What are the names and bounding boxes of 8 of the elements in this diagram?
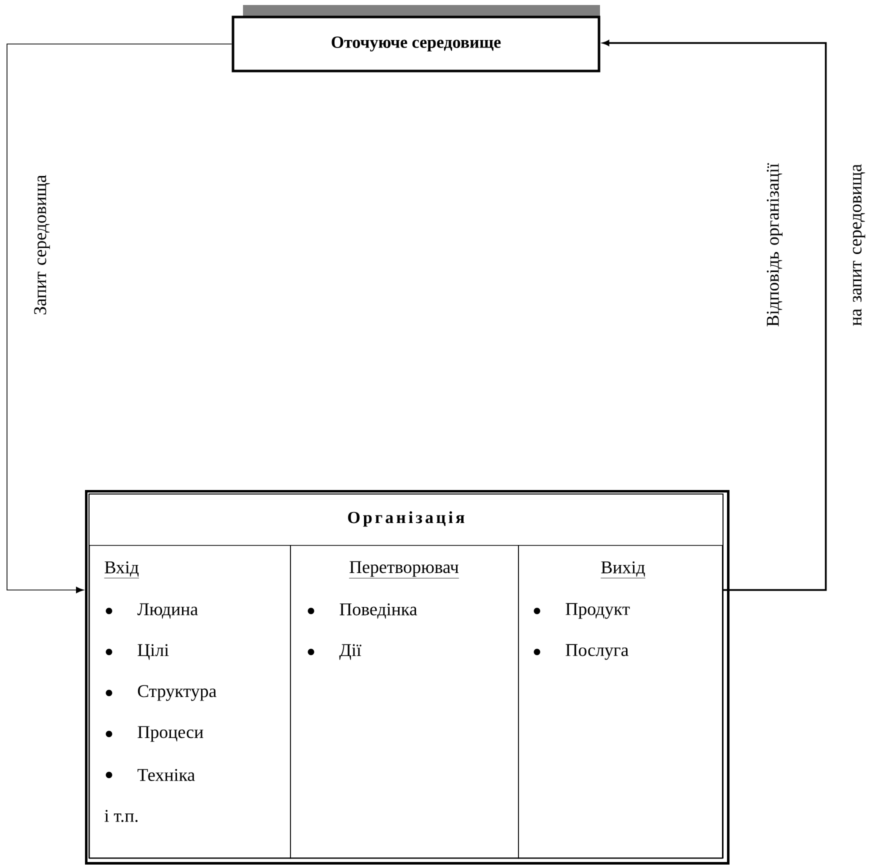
arrow (602, 40, 827, 591)
arrow (6, 44, 232, 594)
environment-box: Оточуюче середовище (232, 5, 600, 72)
edge-label: Запит середовища (34, 174, 50, 314)
column-box: Вхід Людина Цілі Структура Процеси Техніка і т.п. (89, 544, 291, 859)
edge-label: Відповідь організації на запит середовища (766, 163, 866, 326)
column-box: Перетворювач Поведінка Дії (290, 544, 519, 859)
column-box: Вихід Продукт Послуга (518, 544, 723, 859)
